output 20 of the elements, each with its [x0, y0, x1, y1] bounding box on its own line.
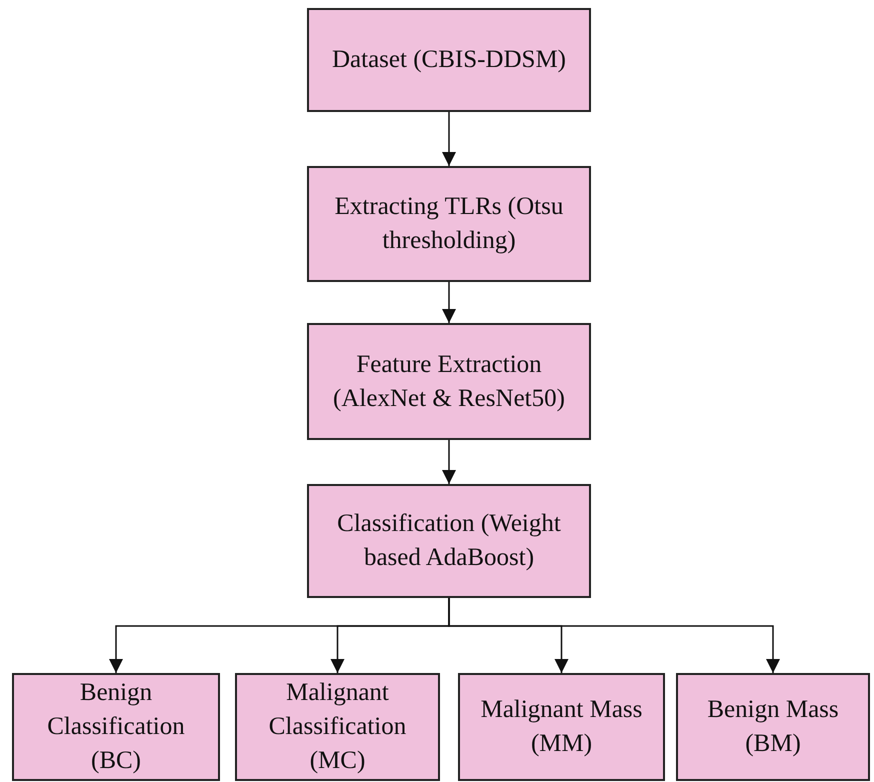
box-label: Malignant Mass (MM): [480, 695, 644, 759]
box-label: Dataset (CBIS-DDSM): [330, 45, 567, 76]
arrow: [442, 440, 456, 484]
process-box: [235, 673, 440, 781]
arrow: [442, 282, 456, 323]
process-box: [307, 166, 591, 282]
box-label: Feature Extraction (AlexNet & ResNet50): [332, 350, 566, 414]
box-label: Malignant Classification (MC): [268, 678, 408, 776]
box-label: Benign Classification (BC): [46, 678, 186, 776]
box-label: Benign Mass (BM): [706, 695, 840, 759]
process-box: [307, 8, 591, 112]
arrow: [448, 598, 780, 673]
process-box: [307, 484, 591, 598]
process-box: [12, 673, 220, 781]
arrow: [442, 112, 456, 166]
process-box: [458, 673, 665, 781]
box-label: Classification (Weight based AdaBoost): [336, 509, 562, 573]
process-box: [307, 323, 591, 440]
box-label: Extracting TLRs (Otsu thresholding): [334, 192, 564, 256]
process-box: [676, 673, 870, 781]
